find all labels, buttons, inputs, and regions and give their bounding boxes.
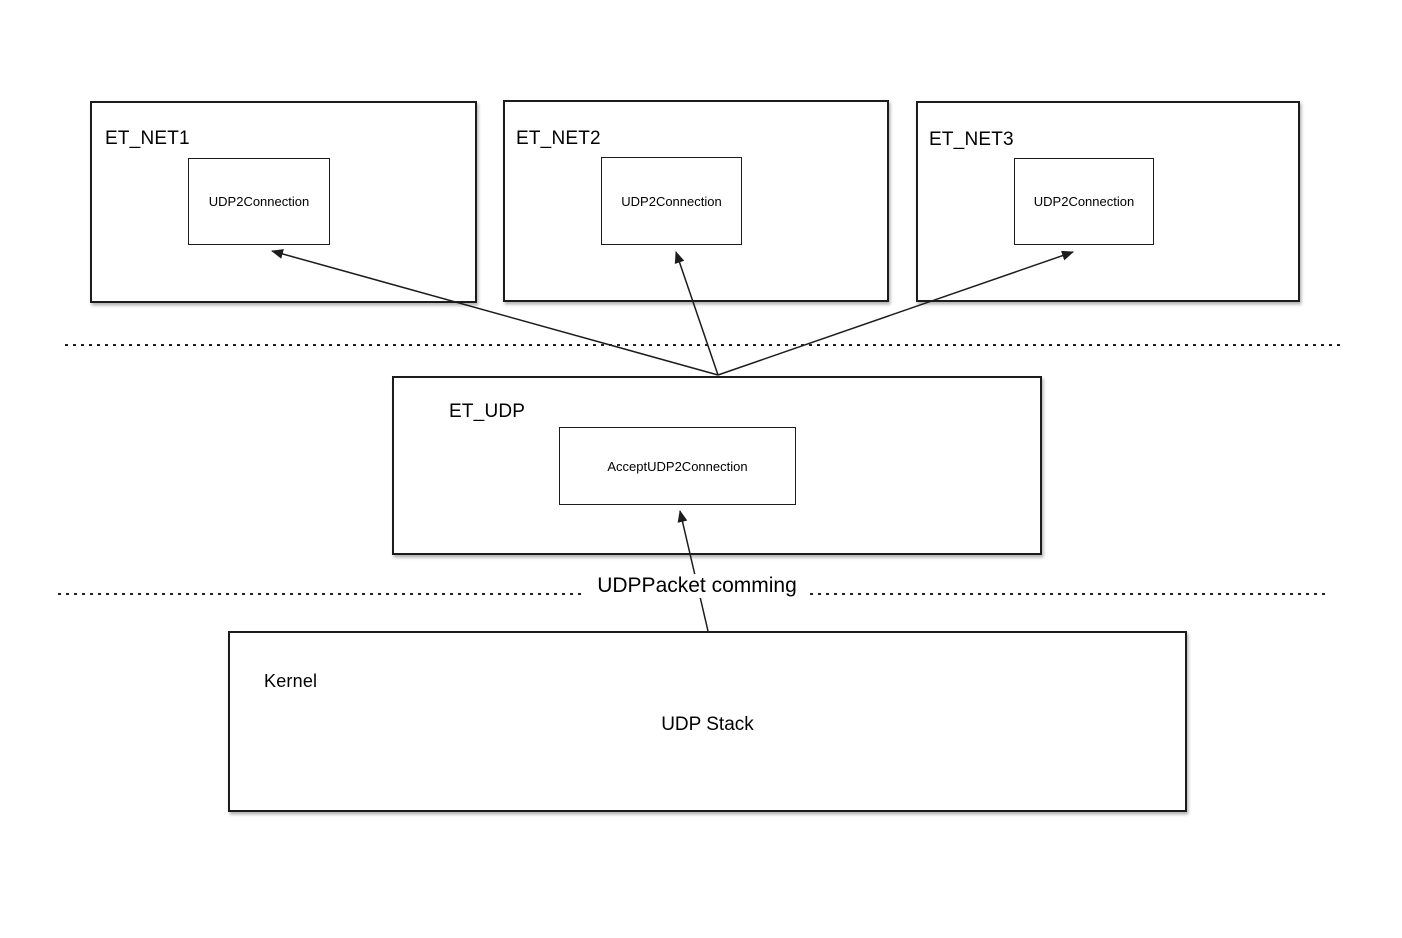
node-kernel-title: Kernel	[264, 671, 318, 691]
node-et-net3: ET_NET3 UDP2Connection	[916, 101, 1300, 302]
node-et-net2-udp2connection: UDP2Connection	[601, 157, 742, 245]
node-et-udp-title: ET_UDP	[449, 401, 526, 422]
node-et-net2-udp2connection-label: UDP2Connection	[621, 193, 722, 209]
node-et-net2: ET_NET2 UDP2Connection	[503, 100, 889, 302]
node-et-net2-title: ET_NET2	[516, 128, 601, 149]
node-kernel: Kernel UDP Stack	[228, 631, 1187, 812]
node-et-net3-udp2connection: UDP2Connection	[1014, 158, 1154, 245]
layer-separator-line-top	[65, 344, 1342, 346]
node-et-net3-title: ET_NET3	[929, 129, 1014, 150]
node-et-net3-udp2connection-label: UDP2Connection	[1033, 194, 1135, 209]
node-et-net1-title: ET_NET1	[105, 128, 190, 149]
node-et-udp: ET_UDP AcceptUDP2Connection	[392, 376, 1042, 555]
node-kernel-udp-stack-label: UDP Stack	[661, 714, 754, 735]
node-et-udp-accept-udp2connection: AcceptUDP2Connection	[559, 427, 796, 505]
node-et-udp-accept-udp2connection-label: AcceptUDP2Connection	[607, 458, 748, 474]
udp-packet-coming-label: UDPPacket comming	[585, 574, 809, 598]
node-et-net1-udp2connection-label: UDP2Connection	[208, 194, 310, 209]
node-et-net1: ET_NET1 UDP2Connection	[90, 101, 477, 303]
node-et-net1-udp2connection: UDP2Connection	[188, 158, 330, 245]
